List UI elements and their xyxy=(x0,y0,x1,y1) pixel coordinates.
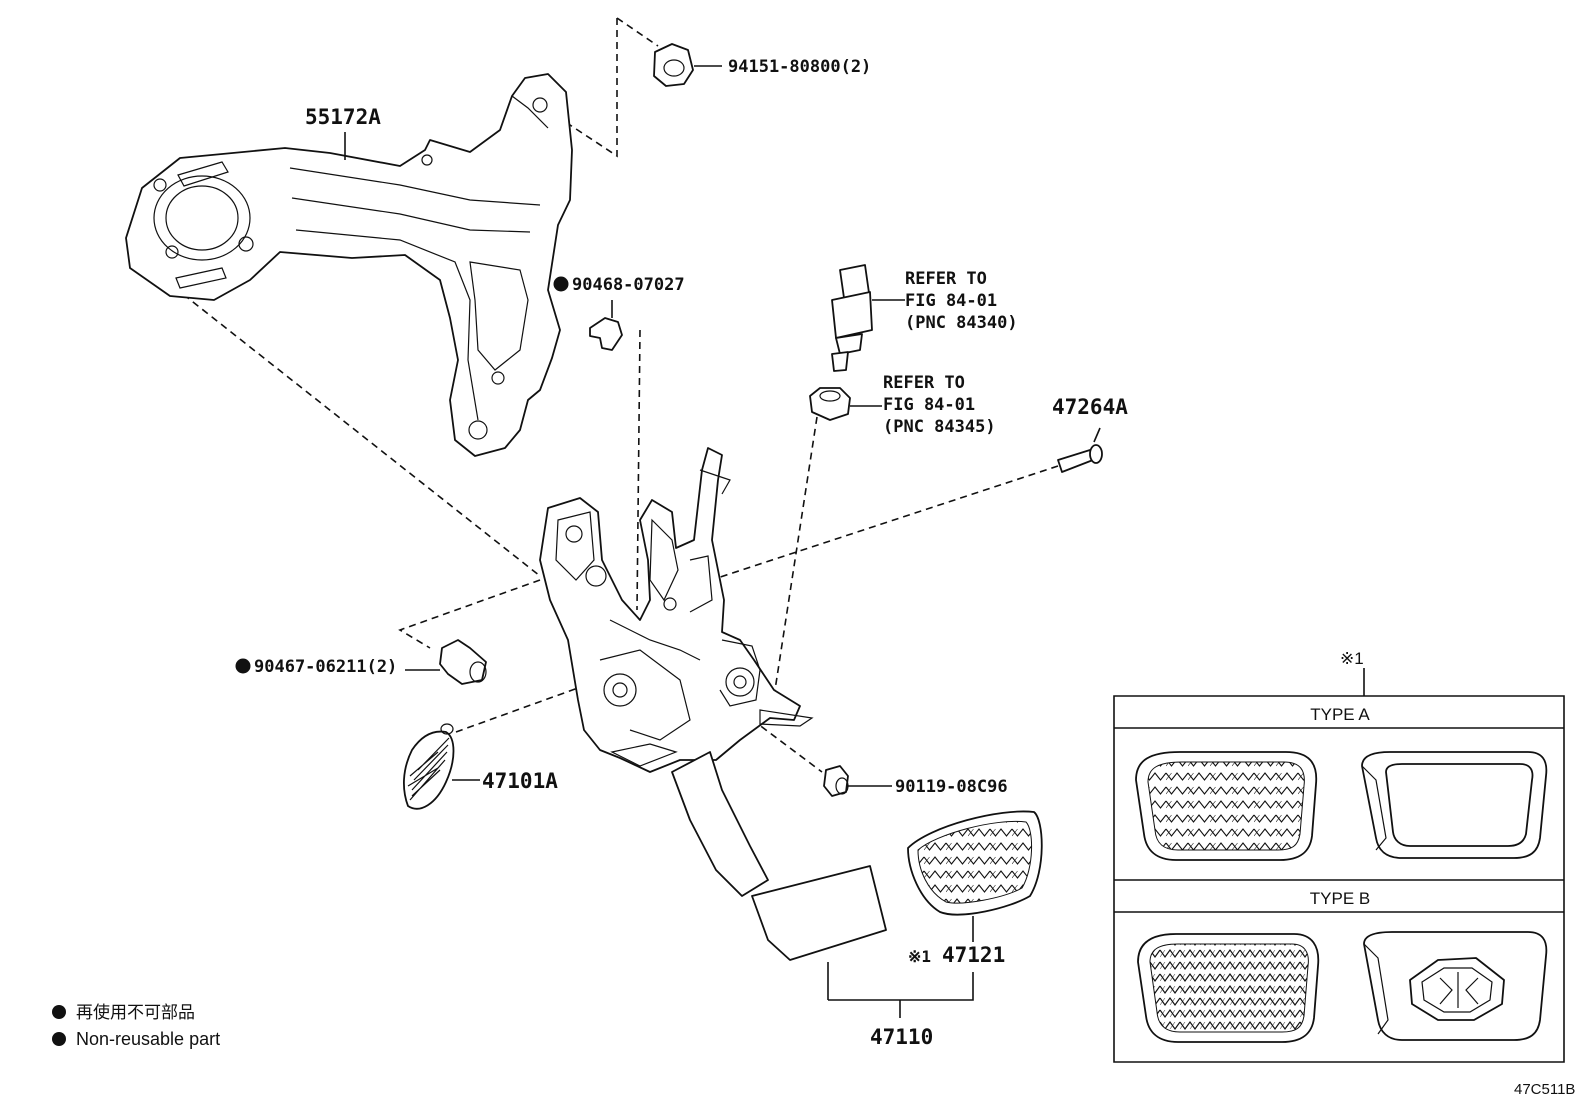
switch-ref-line-2: FIG 84-01 xyxy=(905,291,997,311)
switch-ref-line-3: (PNC 84340) xyxy=(905,313,1018,333)
type-b-heading: TYPE B xyxy=(1310,889,1370,908)
pedal-support-bracket-55172a xyxy=(126,74,572,456)
cushion-ref-line-2: FIG 84-01 xyxy=(883,395,975,415)
type-a-heading: TYPE A xyxy=(1310,705,1370,724)
label-90468: 90468-07027 xyxy=(572,275,685,295)
type-a-pad-front xyxy=(1136,752,1316,860)
inset-mark: ※1 xyxy=(1340,649,1364,668)
pedal-pad-47121 xyxy=(908,811,1042,942)
legend-bullet-icon xyxy=(52,1005,66,1019)
label-47264a: 47264A xyxy=(1052,395,1128,419)
non-reusable-bullet-icon xyxy=(235,658,251,674)
type-a-pad-back xyxy=(1362,752,1546,858)
stopper-cushion xyxy=(810,388,882,420)
stop-lamp-switch xyxy=(832,265,905,371)
type-b-pad-back xyxy=(1364,932,1546,1040)
cushion-ref-line-1: REFER TO xyxy=(883,373,965,393)
clip-90468 xyxy=(590,300,622,350)
legend-bullet-icon xyxy=(52,1032,66,1046)
pedal-bracket-assembly xyxy=(540,448,812,772)
label-47121: 47121 xyxy=(942,943,1005,967)
legend-jp: 再使用不可部品 xyxy=(76,1002,195,1022)
assembly-bracket-47110 xyxy=(828,972,973,1018)
diagram-code: 47C511B xyxy=(1514,1081,1575,1098)
cushion-ref-line-3: (PNC 84345) xyxy=(883,417,996,437)
label-94151: 94151-80800(2) xyxy=(728,57,871,77)
clip-90467 xyxy=(405,640,486,684)
switch-ref-line-1: REFER TO xyxy=(905,269,987,289)
pad-type-inset: ※1 TYPE A TYPE B xyxy=(1114,649,1564,1062)
return-spring-47101a xyxy=(404,724,480,809)
label-90119: 90119-08C96 xyxy=(895,777,1008,797)
legend-en: Non-reusable part xyxy=(76,1029,220,1049)
bolt-90119 xyxy=(824,766,892,796)
clevis-pin-47264a xyxy=(1058,428,1102,472)
non-reusable-bullet-icon xyxy=(553,276,569,292)
part-labels: 55172A 94151-80800(2) 90468-07027 REFER … xyxy=(235,57,1128,1049)
label-47110: 47110 xyxy=(870,1025,933,1049)
label-47101a: 47101A xyxy=(482,769,558,793)
brake-pedal xyxy=(672,752,886,1000)
type-b-pad-front xyxy=(1138,934,1318,1042)
label-55172a: 55172A xyxy=(305,105,381,129)
label-pad-mark: ※1 xyxy=(908,947,931,966)
legend: 再使用不可部品 Non-reusable part xyxy=(52,1002,220,1049)
label-90467: 90467-06211(2) xyxy=(254,657,397,677)
grommet-94151 xyxy=(654,44,722,86)
